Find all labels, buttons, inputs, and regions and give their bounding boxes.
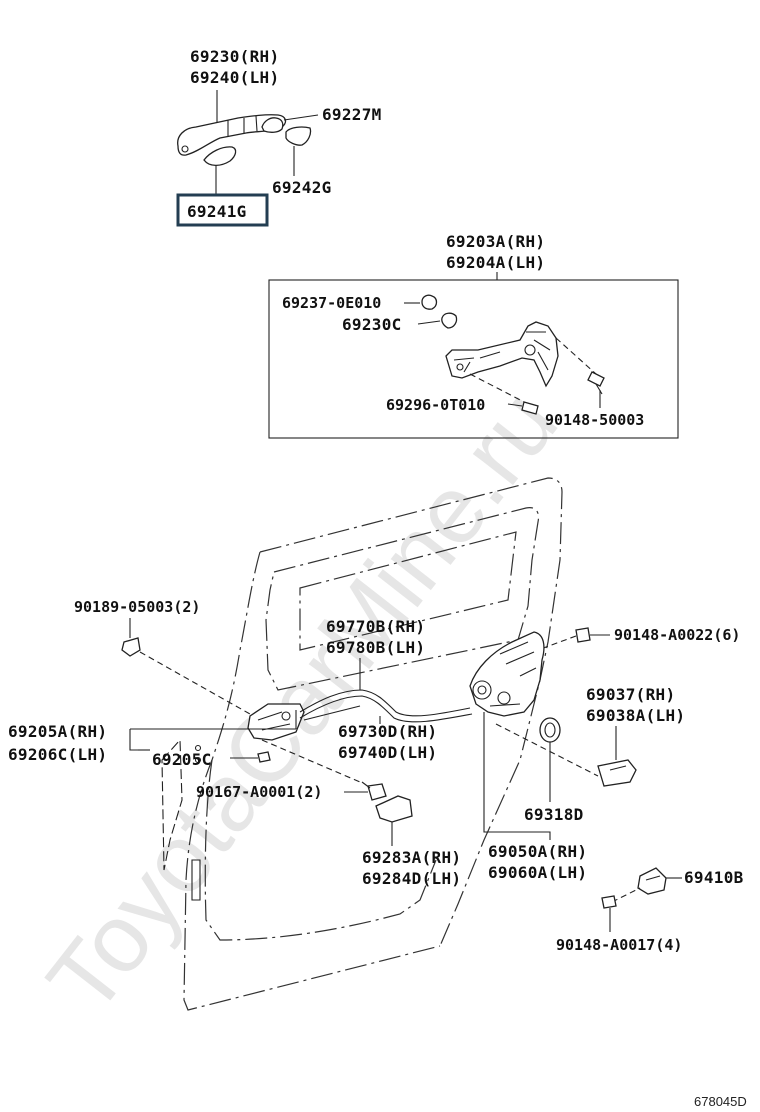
handle-pad-69242G — [285, 126, 312, 146]
screw-90167 — [367, 783, 387, 801]
label-69730D[interactable]: 69730D(RH) — [338, 722, 437, 741]
frame-group-box — [268, 279, 679, 439]
label-69241G[interactable]: 69241G — [187, 202, 247, 221]
striker-group: 69410B 90148-A0017(4) — [556, 867, 744, 954]
outside-handle-group: 69230(RH) 69240(LH) 69227M 69242G 69241G — [176, 47, 382, 227]
label-69770B[interactable]: 69770B(RH) — [326, 617, 425, 636]
label-69203A[interactable]: 69203A(RH) — [446, 232, 545, 251]
screw-90148-A0022 — [575, 627, 591, 643]
handle-frame-group: 69203A(RH) 69204A(LH) 69237-0E010 69230C… — [268, 232, 679, 439]
label-69205C[interactable]: 69205C — [152, 750, 212, 769]
door-panel — [161, 477, 563, 1011]
label-69240[interactable]: 69240(LH) — [190, 68, 279, 87]
cables-group: 69770B(RH) 69780B(LH) 69730D(RH) 69740D(… — [299, 617, 473, 762]
cap-69205C — [257, 751, 271, 763]
label-69318D[interactable]: 69318D — [524, 805, 584, 824]
lock-motor-69037 — [597, 759, 637, 787]
door-lock — [469, 631, 545, 717]
label-90189[interactable]: 90189-05003(2) — [74, 598, 200, 616]
label-69296[interactable]: 69296-0T010 — [386, 396, 485, 414]
label-69060A[interactable]: 69060A(LH) — [488, 863, 587, 882]
label-69242G[interactable]: 69242G — [272, 178, 332, 197]
highlight-box — [176, 193, 269, 227]
label-69283A[interactable]: 69283A(RH) — [362, 848, 461, 867]
label-69038A[interactable]: 69038A(LH) — [586, 706, 685, 725]
clip-69237 — [421, 294, 438, 310]
label-69410B[interactable]: 69410B — [684, 868, 744, 887]
inside-handle — [247, 703, 305, 741]
label-69204A[interactable]: 69204A(LH) — [446, 253, 545, 272]
diagram-code: 678045D — [694, 1094, 747, 1109]
lock-cover-group: 90167-A0001(2) 69283A(RH) 69284D(LH) — [196, 781, 461, 888]
screw-90148-50003 — [587, 371, 605, 387]
label-90167[interactable]: 90167-A0001(2) — [196, 783, 322, 801]
screw-90148-A0017 — [601, 895, 617, 909]
lock-cover-69283A — [375, 795, 413, 823]
label-69237[interactable]: 69237-0E010 — [282, 294, 381, 312]
inside-handle-group: 90189-05003(2) 69205A(RH) 69206C(LH) 692… — [8, 598, 361, 783]
striker-69410B — [637, 867, 667, 895]
label-69227M[interactable]: 69227M — [322, 105, 382, 124]
label-90148-50003[interactable]: 90148-50003 — [545, 411, 644, 429]
label-69050A[interactable]: 69050A(RH) — [488, 842, 587, 861]
label-69230[interactable]: 69230(RH) — [190, 47, 279, 66]
door-lock-group: 90148-A0022(6) 69318D 69037(RH) 69038A(L… — [469, 626, 740, 882]
handle-cap — [203, 146, 237, 167]
label-69230C[interactable]: 69230C — [342, 315, 402, 334]
clip-90189 — [121, 637, 141, 657]
label-90148-A0017[interactable]: 90148-A0017(4) — [556, 936, 682, 954]
label-69206C[interactable]: 69206C(LH) — [8, 745, 107, 764]
cap-69230C — [441, 312, 458, 329]
label-90148-A0022[interactable]: 90148-A0022(6) — [614, 626, 740, 644]
label-69037[interactable]: 69037(RH) — [586, 685, 675, 704]
handle-pad-69227M — [261, 117, 284, 133]
screw-69296 — [521, 401, 539, 415]
handle-frame — [445, 321, 559, 388]
grommet-69318D — [539, 717, 561, 743]
label-69205A[interactable]: 69205A(RH) — [8, 722, 107, 741]
label-69740D[interactable]: 69740D(LH) — [338, 743, 437, 762]
label-69284D[interactable]: 69284D(LH) — [362, 869, 461, 888]
label-69780B[interactable]: 69780B(LH) — [326, 638, 425, 657]
